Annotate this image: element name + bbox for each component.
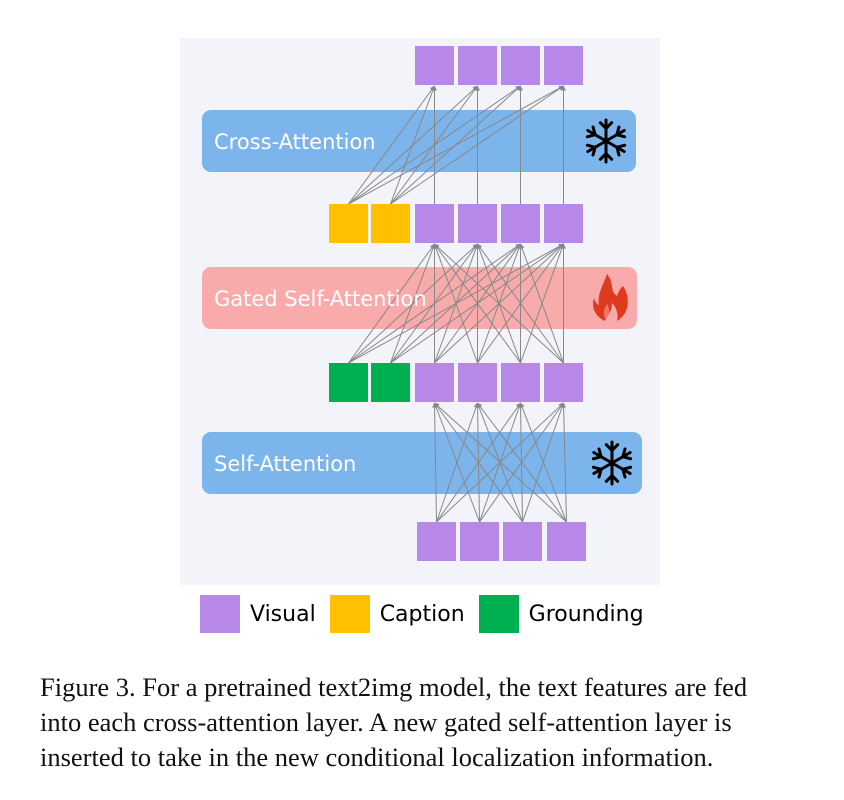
visual-token	[458, 363, 497, 402]
visual-token	[544, 204, 583, 243]
layer-label-cross: Cross-Attention	[214, 130, 376, 154]
legend: Visual Caption Grounding	[200, 594, 658, 634]
legend-swatch-visual	[200, 595, 240, 633]
visual-token	[547, 522, 586, 561]
visual-token	[503, 522, 542, 561]
cross-attention-arrow	[348, 85, 478, 205]
legend-label-visual: Visual	[250, 601, 316, 627]
self-attention-arrow	[561, 402, 567, 523]
legend-swatch-caption	[329, 595, 370, 633]
gated-self-attention-arrow	[348, 243, 435, 364]
visual-token	[415, 204, 454, 243]
layer-bar-cross	[202, 110, 636, 172]
legend-swatch-grounding	[478, 595, 519, 633]
caption-line: into each cross-attention layer. A new g…	[40, 707, 732, 737]
gated-self-attention-arrow	[390, 243, 564, 364]
figure-caption: Figure 3. For a pretrained text2img mode…	[40, 670, 820, 775]
cross-attention-arrow	[348, 85, 521, 205]
self-attention-arrow	[436, 402, 521, 523]
snowflake-icon	[585, 118, 627, 164]
gated-self-attention-arrow	[477, 243, 564, 364]
gated-self-attention-arrow	[348, 243, 478, 364]
legend-label-grounding: Grounding	[528, 601, 644, 627]
visual-token	[458, 204, 497, 243]
grounding-token	[329, 363, 368, 402]
visual-token	[415, 363, 454, 402]
cross-attention-arrow	[348, 85, 435, 205]
visual-token	[460, 522, 499, 561]
gated-self-attention-arrow	[348, 243, 564, 364]
visual-token	[544, 363, 583, 402]
visual-token	[415, 46, 454, 85]
layer-label-self: Self-Attention	[214, 452, 356, 476]
fire-icon	[593, 274, 628, 321]
self-attention-arrow	[432, 402, 438, 523]
visual-token	[417, 522, 456, 561]
caption-token	[329, 204, 368, 243]
snowflake-icon	[591, 440, 633, 486]
legend-item-visual: Visual	[200, 595, 316, 633]
self-attention-arrow	[522, 402, 565, 523]
cross-attention-arrow	[390, 85, 564, 205]
caption-token	[371, 204, 410, 243]
grounding-token	[371, 363, 410, 402]
gated-self-attention-arrow	[348, 243, 521, 364]
self-attention-arrow	[436, 402, 564, 523]
legend-item-grounding: Grounding	[478, 595, 644, 633]
cross-attention-arrow	[348, 85, 564, 205]
visual-token	[501, 46, 540, 85]
caption-line: inserted to take in the new conditional …	[40, 742, 714, 772]
gated-self-attention-arrow	[434, 243, 564, 364]
legend-label-caption: Caption	[379, 601, 465, 627]
caption-line: Figure 3. For a pretrained text2img mode…	[40, 672, 748, 702]
gated-self-attention-arrow	[520, 243, 565, 364]
visual-token	[501, 204, 540, 243]
legend-item-caption: Caption	[329, 595, 465, 633]
layer-label-gated: Gated Self-Attention	[214, 287, 427, 311]
visual-token	[458, 46, 497, 85]
visual-token	[501, 363, 540, 402]
self-attention-arrow	[436, 402, 479, 523]
self-attention-arrow	[479, 402, 564, 523]
visual-token	[544, 46, 583, 85]
